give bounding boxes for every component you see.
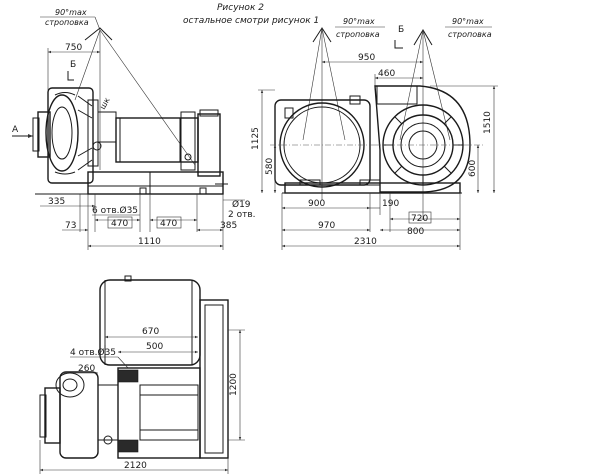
- front-dim-720: 720: [411, 214, 428, 224]
- front-sling-angle-left: 90°max: [343, 17, 375, 26]
- front-dim-580: 580: [265, 158, 275, 175]
- side-dim-470b: 470: [160, 219, 177, 229]
- front-view-b: Б: [398, 25, 404, 35]
- front-dim-460: 460: [378, 69, 395, 79]
- side-view: 90°max строповка 750 Б А шк: [12, 8, 256, 250]
- top-view: 670 500 4 отв.Ø35 260 1200 21: [39, 275, 245, 474]
- top-dim-260: 260: [78, 364, 95, 374]
- front-dim-600: 600: [468, 160, 478, 177]
- front-dim-800: 800: [407, 227, 424, 237]
- side-dim-385: 385: [220, 221, 237, 231]
- side-sling-angle: 90°max: [55, 8, 87, 17]
- front-dim-950: 950: [358, 53, 375, 63]
- front-dim-2310: 2310: [354, 237, 377, 247]
- front-view: 90°max строповка Б 90°max строповка 950 …: [251, 17, 498, 250]
- side-view-b: Б: [70, 60, 76, 70]
- top-dim-2120: 2120: [124, 461, 147, 471]
- side-dim-470a: 470: [111, 219, 128, 229]
- front-sling-label-left: строповка: [336, 30, 380, 39]
- drawing-title: Рисунок 2: [217, 3, 264, 13]
- side-dim-holes: 6 отв.Ø35: [92, 205, 138, 216]
- front-dim-900: 900: [308, 199, 325, 209]
- side-dim-2holes: 2 отв.: [228, 210, 256, 220]
- side-dim-750: 750: [65, 43, 82, 53]
- side-dim-335: 335: [48, 197, 65, 207]
- front-sling-label-right: строповка: [448, 30, 492, 39]
- side-sling-label: строповка: [45, 18, 89, 27]
- top-dim-670: 670: [142, 327, 159, 337]
- front-dim-970: 970: [318, 221, 335, 231]
- top-dim-holes: 4 отв.Ø35: [70, 347, 116, 358]
- top-dim-1200: 1200: [229, 373, 239, 396]
- front-dim-1125: 1125: [251, 127, 261, 150]
- drawing-subtitle: остальное смотри рисунок 1: [183, 16, 319, 26]
- front-sling-angle-right: 90°max: [452, 17, 484, 26]
- top-dim-500: 500: [146, 342, 163, 352]
- side-dim-73: 73: [65, 221, 76, 231]
- side-arrow-a: А: [12, 125, 19, 135]
- side-dim-d19: Ø19: [232, 199, 251, 210]
- side-dim-1110: 1110: [138, 237, 161, 247]
- front-dim-190: 190: [382, 199, 399, 209]
- front-dim-1510: 1510: [483, 111, 493, 134]
